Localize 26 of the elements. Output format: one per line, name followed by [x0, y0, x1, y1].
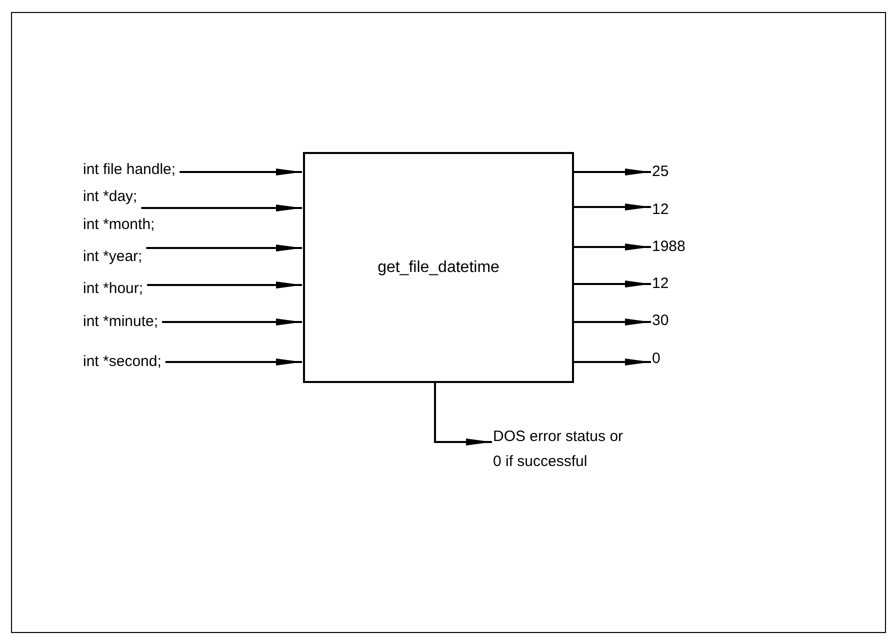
parameter-text: int file handle;: [83, 159, 238, 183]
parameter-text: int *hour;: [83, 274, 238, 300]
arrow: [574, 244, 651, 250]
arrow: [574, 204, 651, 210]
parameter-text: int *year;: [83, 237, 238, 268]
function-box: get_file_datetime: [303, 152, 574, 383]
parameter-text: 0: [652, 348, 712, 370]
arrow: [574, 358, 651, 366]
parameter-text: int *minute;: [83, 311, 238, 333]
parameter-text: 25: [652, 161, 712, 183]
parameter-text: DOS error status or 0 if successful: [493, 424, 633, 474]
arrow: [162, 318, 302, 326]
arrow: [574, 318, 651, 326]
arrow: [434, 383, 492, 446]
arrow: [574, 168, 651, 176]
parameter-text: 30: [652, 310, 712, 332]
arrow: [146, 244, 302, 252]
parameter-text: int *second;: [83, 351, 238, 373]
parameter-text: 1988: [652, 236, 712, 258]
arrow: [165, 358, 302, 366]
arrow: [141, 204, 302, 212]
arrow: [180, 168, 302, 176]
arrow: [574, 280, 651, 288]
arrow: [147, 282, 302, 288]
parameter-text: 12: [652, 199, 712, 221]
parameter-text: 12: [652, 273, 712, 295]
